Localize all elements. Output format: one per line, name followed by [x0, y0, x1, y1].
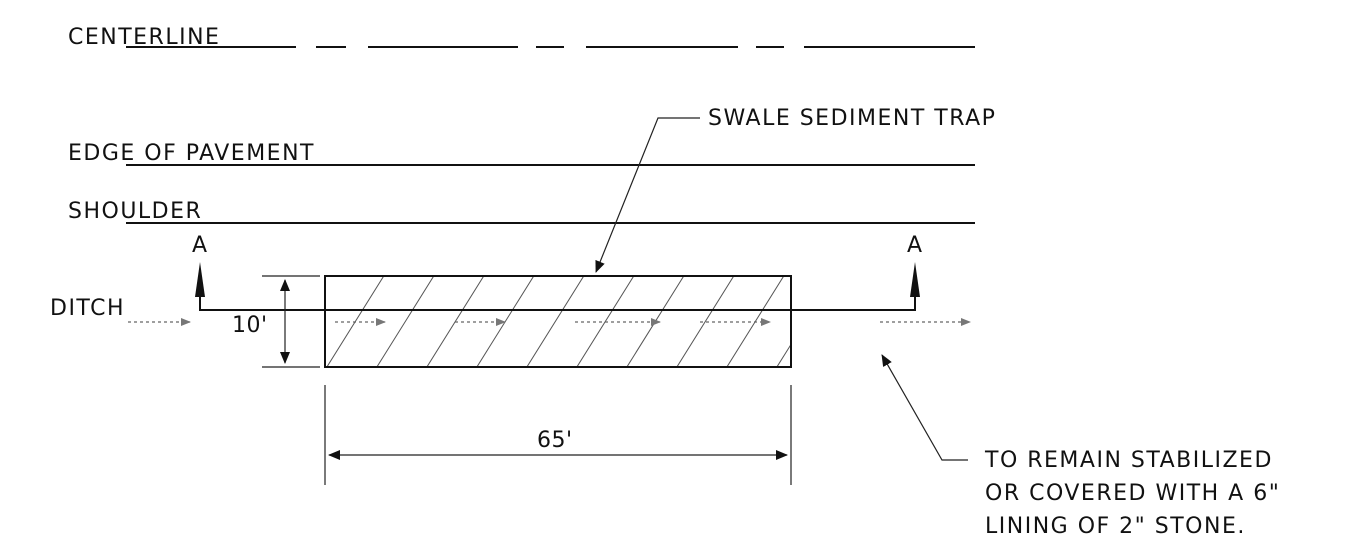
centerline-label: CENTERLINE: [68, 25, 220, 50]
length-dimension: [324, 385, 792, 485]
trap-hatching: [326, 276, 791, 367]
trap-label: SWALE SEDIMENT TRAP: [708, 106, 996, 131]
sediment-trap: [324, 275, 792, 368]
note-leader: [881, 354, 968, 461]
note-line-3: LINING OF 2" STONE.: [985, 514, 1246, 539]
ditch-label: DITCH: [50, 296, 125, 321]
width-dimension: [262, 275, 320, 368]
section-marker-left: A: [192, 233, 209, 258]
section-marker-right: A: [907, 233, 924, 258]
edge-of-pavement-label: EDGE OF PAVEMENT: [68, 141, 315, 166]
section-a-a: [195, 262, 920, 311]
note-line-2: OR COVERED WITH A 6": [985, 481, 1280, 506]
trap-leader: [595, 117, 700, 273]
shoulder-label: SHOULDER: [68, 199, 202, 224]
length-dimension-label: 65': [537, 428, 573, 453]
note-line-1: TO REMAIN STABILIZED: [984, 448, 1273, 473]
trap-outline: [324, 275, 792, 368]
width-dimension-label: 10': [232, 313, 268, 338]
